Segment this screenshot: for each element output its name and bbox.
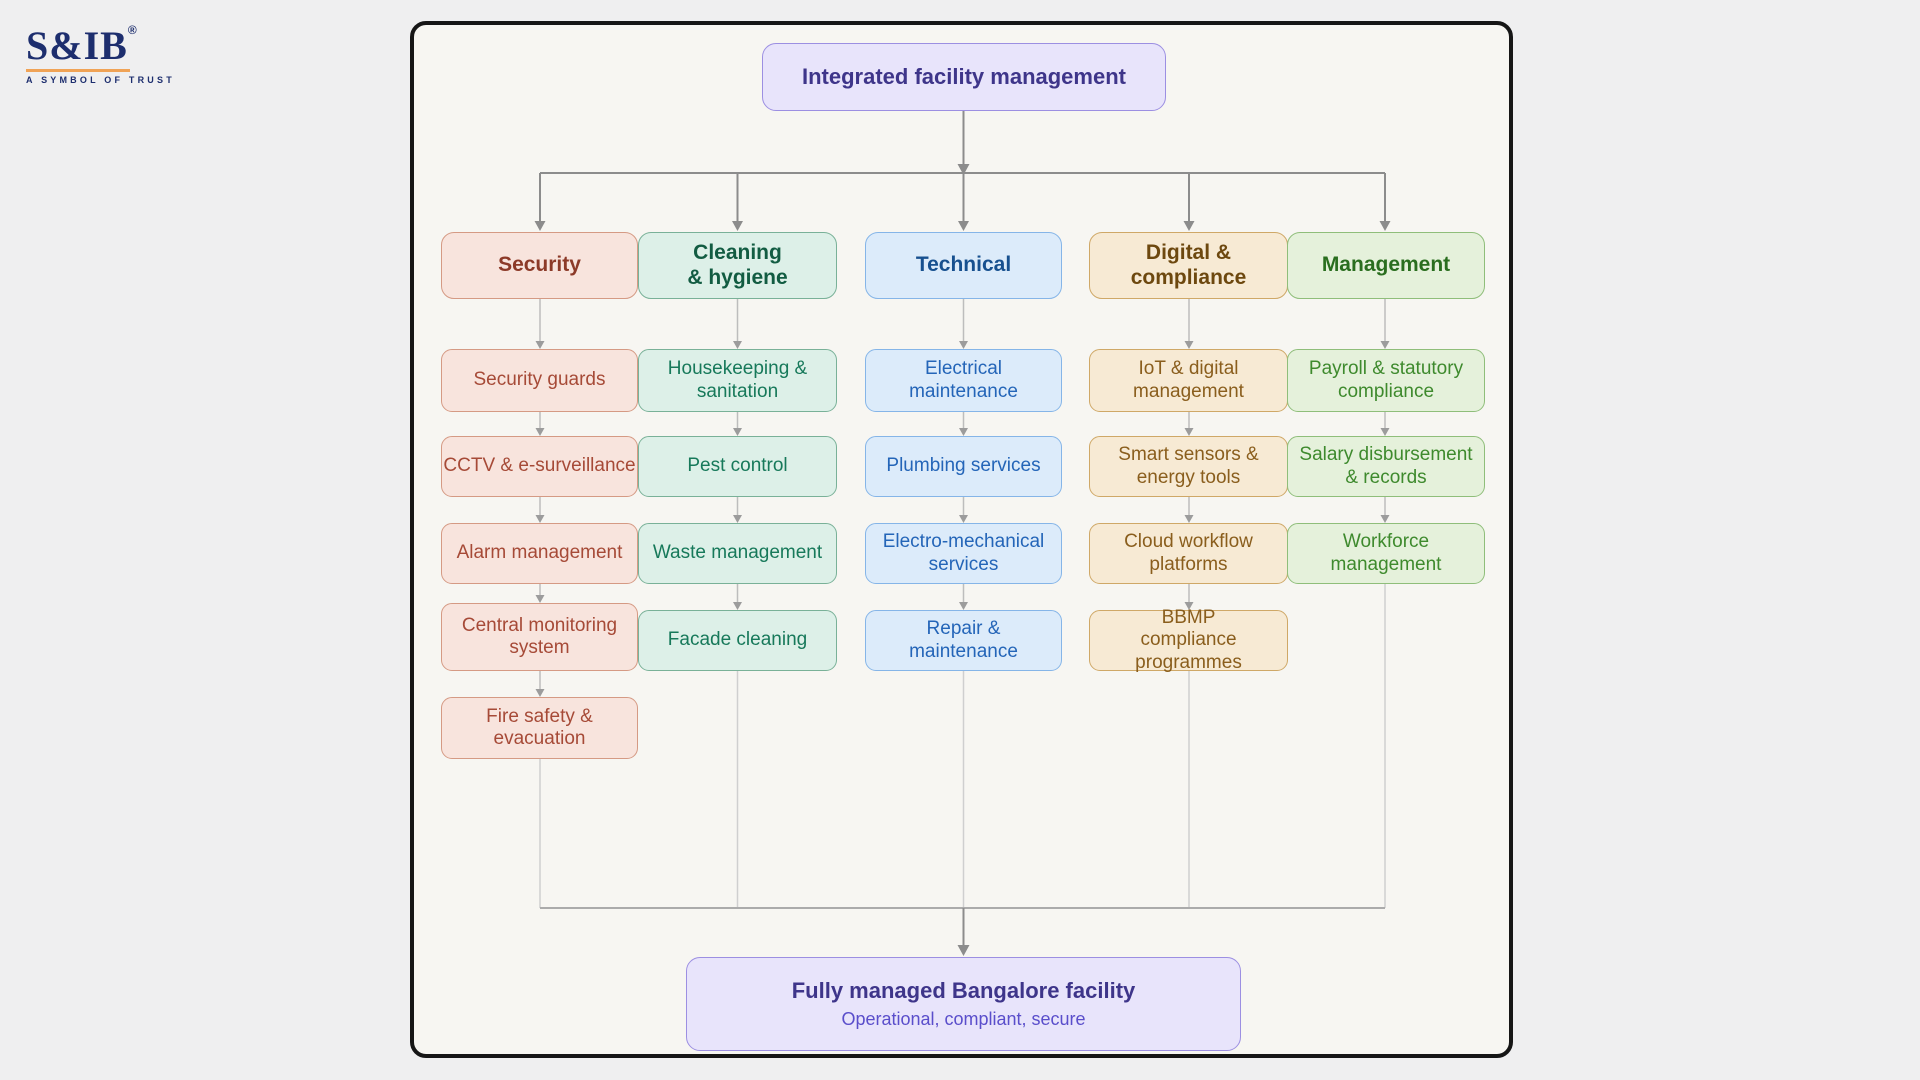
node-cleaning-item-2: Pest control	[638, 436, 837, 497]
title-text: Integrated facility management	[802, 64, 1126, 90]
node-digital-item-2: Smart sensors & energy tools	[1089, 436, 1288, 497]
brand-rule	[26, 69, 130, 72]
node-security-item-1: Security guards	[441, 349, 638, 412]
brand-wordmark: S&IB®	[26, 23, 175, 68]
node-management-header: Management	[1287, 232, 1485, 299]
security-item-text: Security guards	[473, 369, 606, 391]
node-management-item-2: Salary disbursement & records	[1287, 436, 1485, 497]
node-title: Integrated facility management	[762, 43, 1166, 111]
node-technical-item-1: Electrical maintenance	[865, 349, 1062, 412]
security-item-text: Central monitoring system	[461, 614, 618, 658]
node-technical-item-3: Electro-mechanical services	[865, 523, 1062, 584]
node-security-header: Security	[441, 232, 638, 299]
brand-logo: S&IB® A SYMBOL OF TRUST	[26, 23, 175, 85]
security-item-text: Alarm management	[456, 542, 623, 564]
node-digital-item-4: BBMP compliance programmes	[1089, 606, 1288, 673]
management-header-text: Management	[1321, 253, 1451, 277]
brand-tagline: A SYMBOL OF TRUST	[26, 75, 175, 85]
node-security-item-4: Central monitoring system	[441, 603, 638, 671]
diagram-panel: Integrated facility management Security …	[410, 21, 1513, 1058]
node-security-item-2: CCTV & e-surveillance	[441, 436, 638, 497]
node-technical-item-4: Repair & maintenance	[865, 610, 1062, 671]
node-technical-item-2: Plumbing services	[865, 436, 1062, 497]
node-cleaning-item-4: Facade cleaning	[638, 610, 837, 671]
technical-header-text: Technical	[915, 253, 1012, 277]
technical-item-text: Electrical maintenance	[909, 358, 1018, 402]
security-header-text: Security	[498, 253, 581, 277]
security-item-text: Fire safety & evacuation	[486, 705, 593, 749]
technical-item-text: Plumbing services	[886, 455, 1041, 477]
security-item-text: CCTV & e-surveillance	[443, 455, 636, 477]
node-digital-header: Digital & compliance	[1089, 232, 1288, 299]
digital-item-text: Cloud workflow platforms	[1124, 531, 1253, 575]
node-management-item-3: Workforce management	[1287, 523, 1485, 584]
management-item-text: Payroll & statutory compliance	[1308, 358, 1464, 402]
digital-item-text: BBMP compliance programmes	[1135, 606, 1242, 673]
registered-trademark-icon: ®	[127, 23, 138, 37]
technical-item-text: Repair & maintenance	[909, 618, 1018, 662]
footer-title: Fully managed Bangalore facility	[791, 977, 1136, 1003]
node-digital-item-1: IoT & digital management	[1089, 349, 1288, 412]
node-cleaning-item-1: Housekeeping & sanitation	[638, 349, 837, 412]
footer-subtitle: Operational, compliant, secure	[841, 1008, 1086, 1029]
node-cleaning-header: Cleaning & hygiene	[638, 232, 837, 299]
cleaning-item-text: Housekeeping & sanitation	[667, 358, 808, 402]
node-footer: Fully managed Bangalore facility Operati…	[686, 957, 1241, 1051]
node-security-item-5: Fire safety & evacuation	[441, 697, 638, 759]
digital-header-text: Digital & compliance	[1130, 240, 1247, 289]
node-cleaning-item-3: Waste management	[638, 523, 837, 584]
node-digital-item-3: Cloud workflow platforms	[1089, 523, 1288, 584]
digital-item-text: Smart sensors & energy tools	[1118, 444, 1259, 488]
node-management-item-1: Payroll & statutory compliance	[1287, 349, 1485, 412]
cleaning-item-text: Waste management	[652, 542, 823, 564]
cleaning-item-text: Facade cleaning	[667, 629, 808, 651]
management-item-text: Workforce management	[1330, 531, 1442, 575]
node-security-item-3: Alarm management	[441, 523, 638, 584]
connector-lines	[534, 111, 1391, 956]
diagram-canvas: Integrated facility management Security …	[414, 25, 1509, 1054]
technical-item-text: Electro-mechanical services	[882, 531, 1045, 575]
digital-item-text: IoT & digital management	[1133, 358, 1244, 402]
management-item-text: Salary disbursement & records	[1299, 444, 1473, 488]
node-technical-header: Technical	[865, 232, 1062, 299]
brand-text: S&IB	[26, 23, 128, 68]
cleaning-item-text: Pest control	[687, 455, 788, 477]
cleaning-header-text: Cleaning & hygiene	[687, 240, 788, 289]
